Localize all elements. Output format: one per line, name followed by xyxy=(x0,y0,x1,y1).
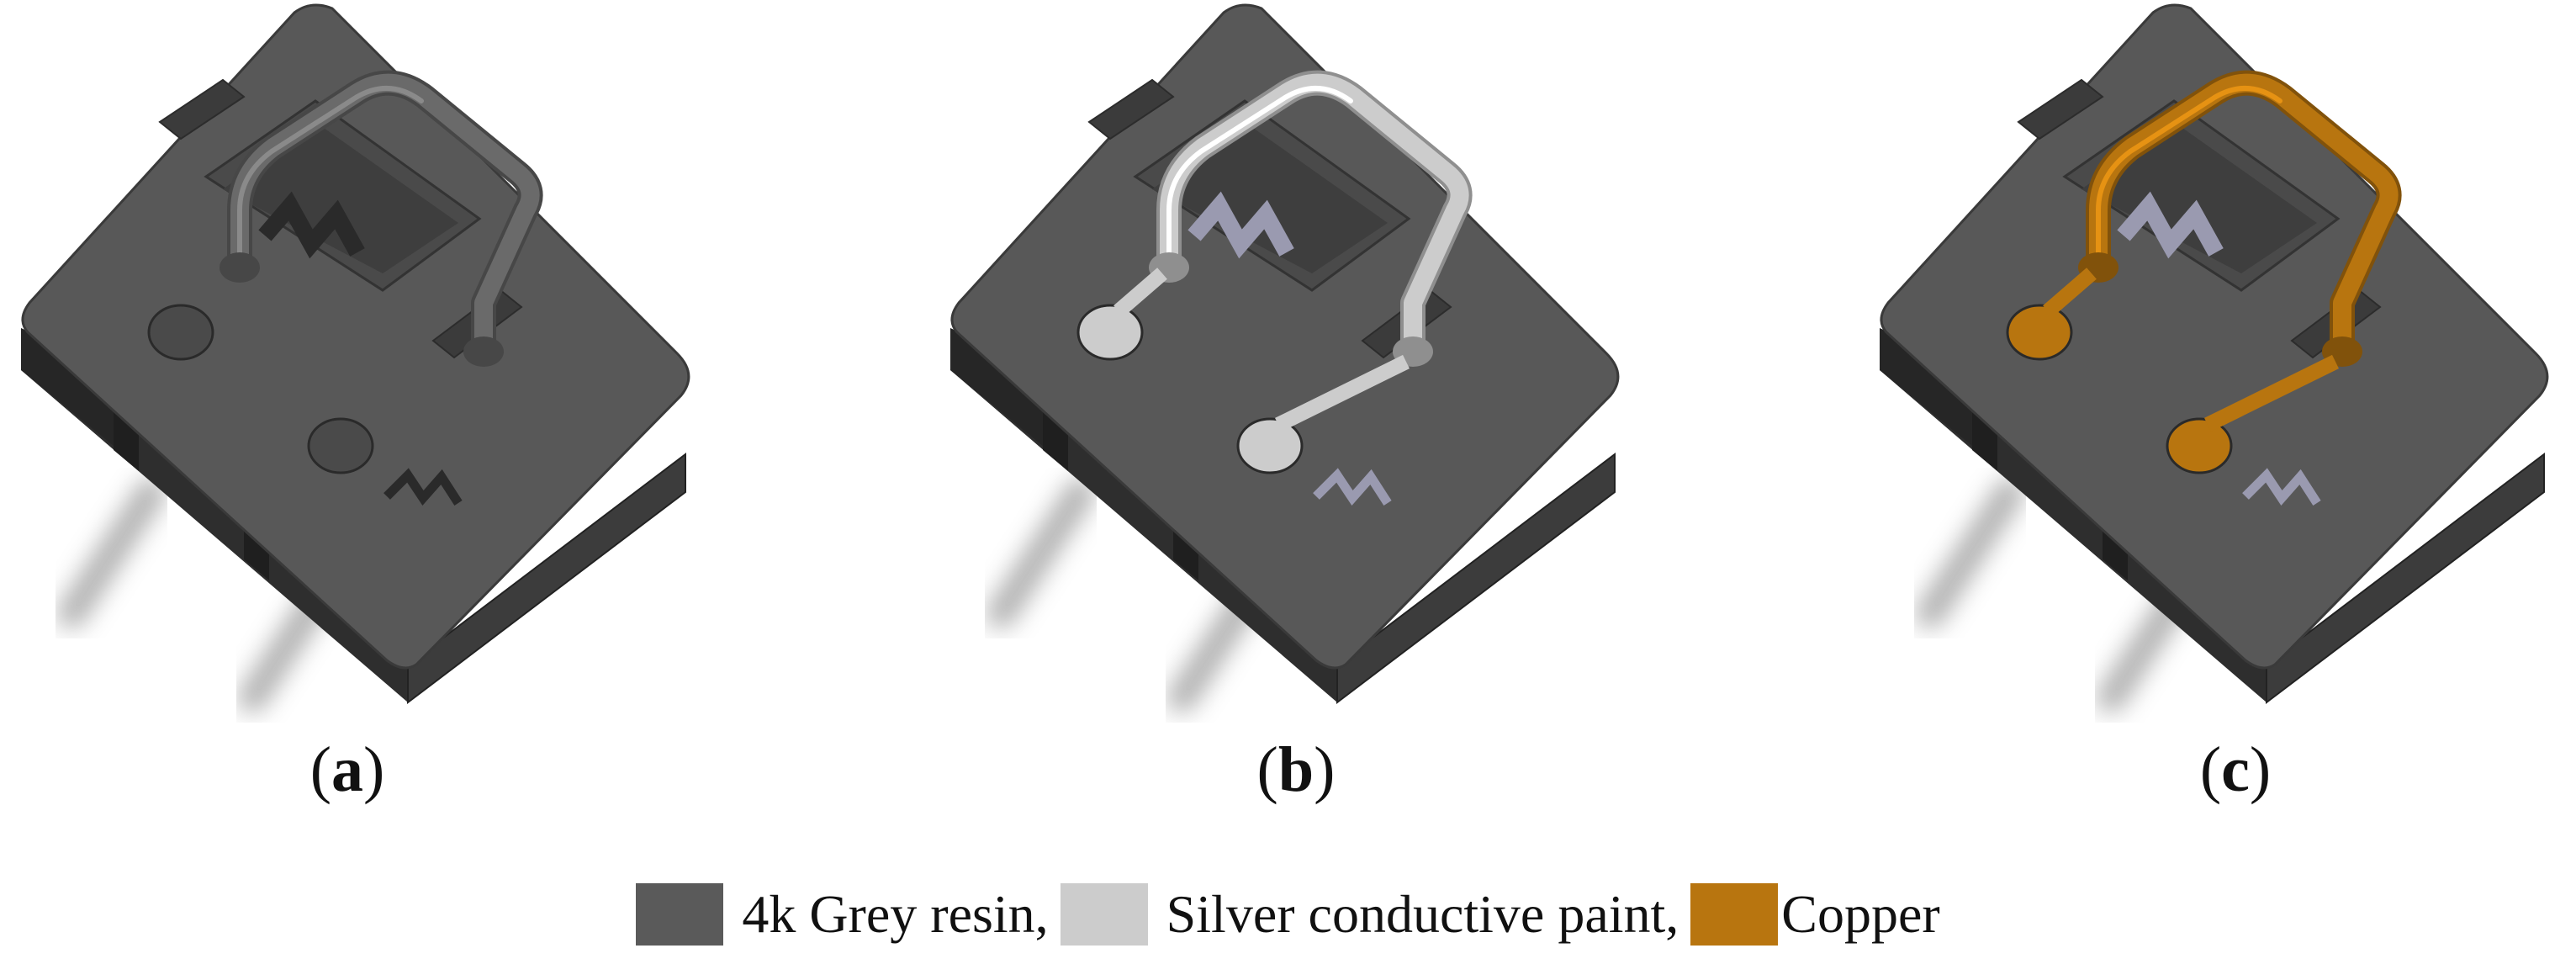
panel-c-trace xyxy=(2043,70,2402,432)
panel-c-caption: (c) xyxy=(2199,734,2272,805)
panel-b-block xyxy=(950,3,1620,705)
panel-c-caption-letter: c xyxy=(2221,734,2250,805)
legend-item-resin: 4k Grey resin, xyxy=(636,883,1049,946)
legend-item-copper: Copper xyxy=(1690,883,1940,946)
panel-a-block xyxy=(21,3,690,705)
legend-swatch-copper xyxy=(1690,883,1779,946)
legend-label-copper: Copper xyxy=(1781,884,1940,944)
panel-a-render xyxy=(13,0,770,723)
legend-swatch-resin xyxy=(636,883,724,946)
panel-a-caption-letter: a xyxy=(331,734,363,805)
legend: 4k Grey resin, Silver conductive paint, … xyxy=(0,883,2576,946)
panel-b-render xyxy=(942,0,1699,723)
legend-swatch-silver xyxy=(1060,883,1148,946)
panel-a-trace xyxy=(220,70,543,367)
panel-b-caption: (b) xyxy=(1256,734,1336,805)
legend-label-silver: Silver conductive paint, xyxy=(1166,884,1679,944)
legend-item-silver: Silver conductive paint, xyxy=(1060,883,1679,946)
panel-c-render xyxy=(1871,0,2576,723)
panel-b-trace xyxy=(1113,70,1473,432)
legend-label-resin: 4k Grey resin, xyxy=(742,884,1049,944)
panel-a-caption: (a) xyxy=(309,734,385,805)
panel-c-block xyxy=(1880,3,2549,705)
panel-b-caption-letter: b xyxy=(1277,734,1314,805)
